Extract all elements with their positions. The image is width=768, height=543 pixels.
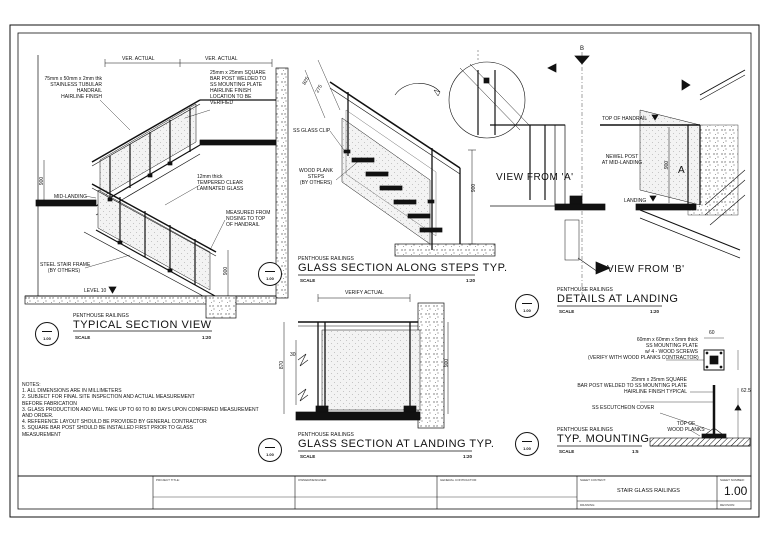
tb-owner-designer: OWNER/DESIGNER:	[298, 478, 327, 482]
notes-heading: NOTES:	[22, 382, 41, 388]
typical-section-scale: 1:20	[202, 335, 212, 340]
marker-a: A	[678, 165, 685, 176]
tb-sheet-content: SHEET CONTENT:	[580, 478, 606, 482]
typ-mounting-bubble: 1.00	[515, 432, 539, 456]
details-landing-drawing	[490, 52, 746, 295]
bubble-sheet-ref: 1.00	[43, 336, 51, 341]
mid-landing-label: MID-LANDING	[54, 194, 88, 200]
note-item: 3. GLASS PRODUCTION AND WILL TAKE UP TO …	[22, 406, 259, 413]
bubble-sheet-ref: 1.00	[523, 446, 531, 451]
details-landing-prefix: PENTHOUSE RAILINGS	[557, 287, 613, 293]
dim-900-landing: 900	[664, 160, 671, 170]
stair-frame-callout: STEEL STAIR FRAME (BY OTHERS)	[40, 262, 91, 274]
view-from-b: VIEW FROM 'B'	[607, 264, 685, 275]
glass-landing-prefix: PENTHOUSE RAILINGS	[298, 432, 354, 438]
note-item: 5. SQUARE BAR POST SHOULD BE INSTALLED F…	[22, 425, 193, 432]
dim-870: 870	[279, 360, 286, 370]
dim-ver-actual-2: VER. ACTUAL	[205, 56, 238, 62]
glass-steps-prefix: PENTHOUSE RAILINGS	[298, 256, 354, 262]
bubble-sheet-ref: 1.00	[523, 308, 531, 313]
typical-section-prefix: PENTHOUSE RAILINGS	[73, 313, 129, 319]
handrail-callout: 75mm x 50mm x 2mm thk STAINLESS TUBULAR …	[44, 76, 102, 100]
tb-general-contractor: GENERAL CONTRACTOR:	[440, 478, 478, 482]
typical-section-bubble: 1.00	[35, 322, 59, 346]
typ-mounting-prefix: PENTHOUSE RAILINGS	[557, 427, 613, 433]
dim-60: 60	[709, 330, 715, 336]
note-item: BEFORE FABRICATION	[22, 400, 77, 407]
glass-section-steps-drawing	[304, 50, 531, 257]
details-landing-title: DETAILS AT LANDING	[557, 293, 679, 305]
glass-steps-bubble: 1.00	[258, 262, 282, 286]
sheet-title: STAIR GLASS RAILINGS	[617, 488, 680, 494]
typ-mounting-drawing	[640, 337, 751, 447]
dim-ver-actual-1: VER. ACTUAL	[122, 56, 155, 62]
glass-landing-scale: 1:20	[463, 454, 473, 459]
glass-steps-scale-label: SCALE	[300, 278, 316, 283]
typ-mounting-scale: 1:5	[632, 449, 639, 454]
dim-30: 30	[290, 352, 296, 358]
top-of-handrail-label: TOP OF HANDRAIL	[602, 116, 648, 122]
bar-post-callout: 25mm x 25mm SQUARE BAR POST WELDED TO SS…	[210, 70, 267, 106]
note-item: 2. SUBJECT FOR FINAL SITE INSPECTION AND…	[22, 394, 195, 401]
note-item: 4. REFERENCE LAYOUT SHOULD BE PROVIDED B…	[22, 419, 207, 426]
dim-62-5: 62.5	[741, 388, 751, 394]
sheet-number: 1.00	[724, 484, 748, 498]
square-bar-callout: 25mm x 25mm SQUARE BAR POST WELDED TO SS…	[577, 377, 687, 395]
bubble-sheet-ref: 1.00	[266, 452, 274, 457]
details-landing-bubble: 1.00	[515, 294, 539, 318]
dim-900-right: 900	[223, 266, 230, 276]
typical-section-scale-label: SCALE	[75, 335, 91, 340]
typical-section-title: TYPICAL SECTION VIEW	[73, 319, 212, 331]
verify-actual-label: VERIFY ACTUAL	[345, 290, 384, 296]
details-landing-scale-label: SCALE	[559, 309, 575, 314]
newel-post-callout: NEWEL POST AT MID-LANDING	[601, 154, 643, 166]
tb-sheet-number: SHEET NUMBER:	[720, 478, 745, 482]
tb-project-title: PROJECT TITLE:	[156, 478, 180, 482]
top-of-wood-callout: TOP OF WOOD PLANKS	[667, 421, 705, 433]
ss-glass-clip-label: SS GLASS CLIP	[293, 128, 331, 134]
typical-section-drawing	[24, 55, 289, 319]
glass-steps-scale: 1:20	[466, 278, 476, 283]
details-landing-scale: 1:20	[650, 309, 660, 314]
glass-steps-title: GLASS SECTION ALONG STEPS TYP.	[298, 262, 508, 274]
glass-callout: 12mm thick TEMPERED CLEAR LAMINATED GLAS…	[197, 174, 244, 192]
typ-mounting-title: TYP. MOUNTING	[557, 433, 650, 445]
tb-revision: REVISION:	[720, 503, 736, 507]
dim-900-steps: 900	[471, 183, 478, 193]
level-label: LEVEL 10	[84, 288, 107, 294]
note-item: MEASUREMENT	[22, 431, 61, 438]
escutcheon-label: SS ESCUTCHEON COVER	[592, 405, 655, 411]
dim-900-landing-section: 900	[444, 358, 451, 368]
glass-section-landing-drawing	[283, 294, 449, 429]
bubble-sheet-ref: 1.00	[266, 276, 274, 281]
landing-label: LANDING	[624, 198, 647, 204]
tb-drawing: DRAWING:	[580, 503, 596, 507]
typ-mounting-scale-label: SCALE	[559, 449, 575, 454]
general-notes: NOTES: 1. ALL DIMENSIONS ARE IN MILLIMET…	[22, 382, 259, 438]
glass-landing-scale-label: SCALE	[300, 454, 316, 459]
glass-landing-title: GLASS SECTION AT LANDING TYP.	[298, 438, 495, 450]
title-block-lines	[17, 475, 752, 510]
glass-landing-bubble: 1.00	[258, 438, 282, 462]
view-from-a: VIEW FROM 'A'	[496, 172, 574, 183]
dim-900-left: 900	[39, 176, 46, 186]
wood-plank-callout: WOOD PLANK STEPS (BY OTHERS)	[299, 168, 333, 186]
measured-callout: MEASURED FROM NOSING TO TOP OF HANDRAIL	[226, 210, 271, 228]
note-item: 1. ALL DIMENSIONS ARE IN MILLIMETERS	[22, 388, 122, 395]
marker-b: B	[580, 46, 585, 52]
note-item: AND ORDER.	[22, 413, 54, 420]
mounting-plate-callout: 60mm x 60mm x 5mm thick SS MOUNTING PLAT…	[588, 337, 699, 361]
